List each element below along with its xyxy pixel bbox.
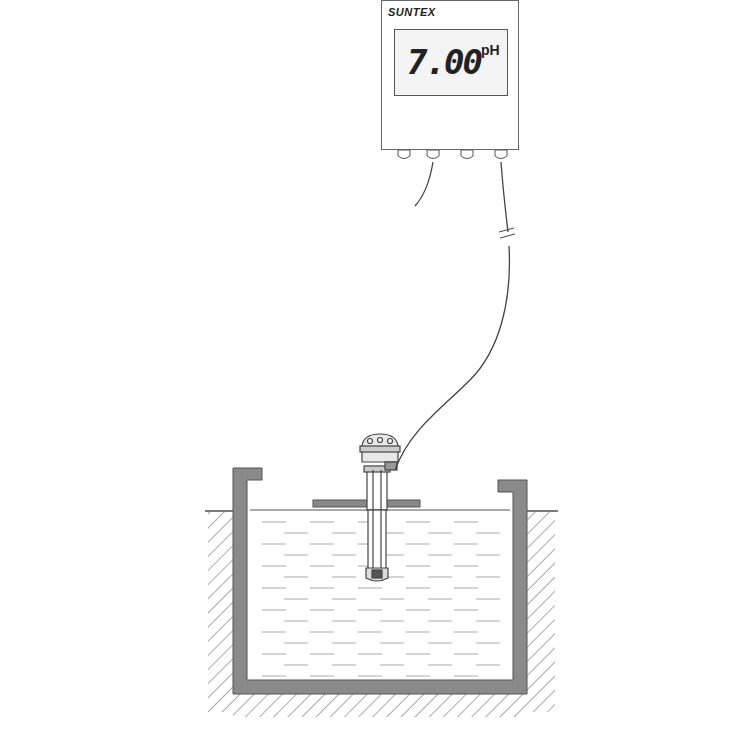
lcd-display: 7.00pH [394,29,508,96]
tank-wall [233,468,527,694]
ph-reading: 7.00 [407,42,481,82]
ph-probe [360,434,400,581]
unit-label: pH [481,42,500,58]
cables [395,162,515,470]
meter-housing: SUNTEX 7.00pH [381,0,519,150]
brand-logo: SUNTEX [388,6,436,18]
